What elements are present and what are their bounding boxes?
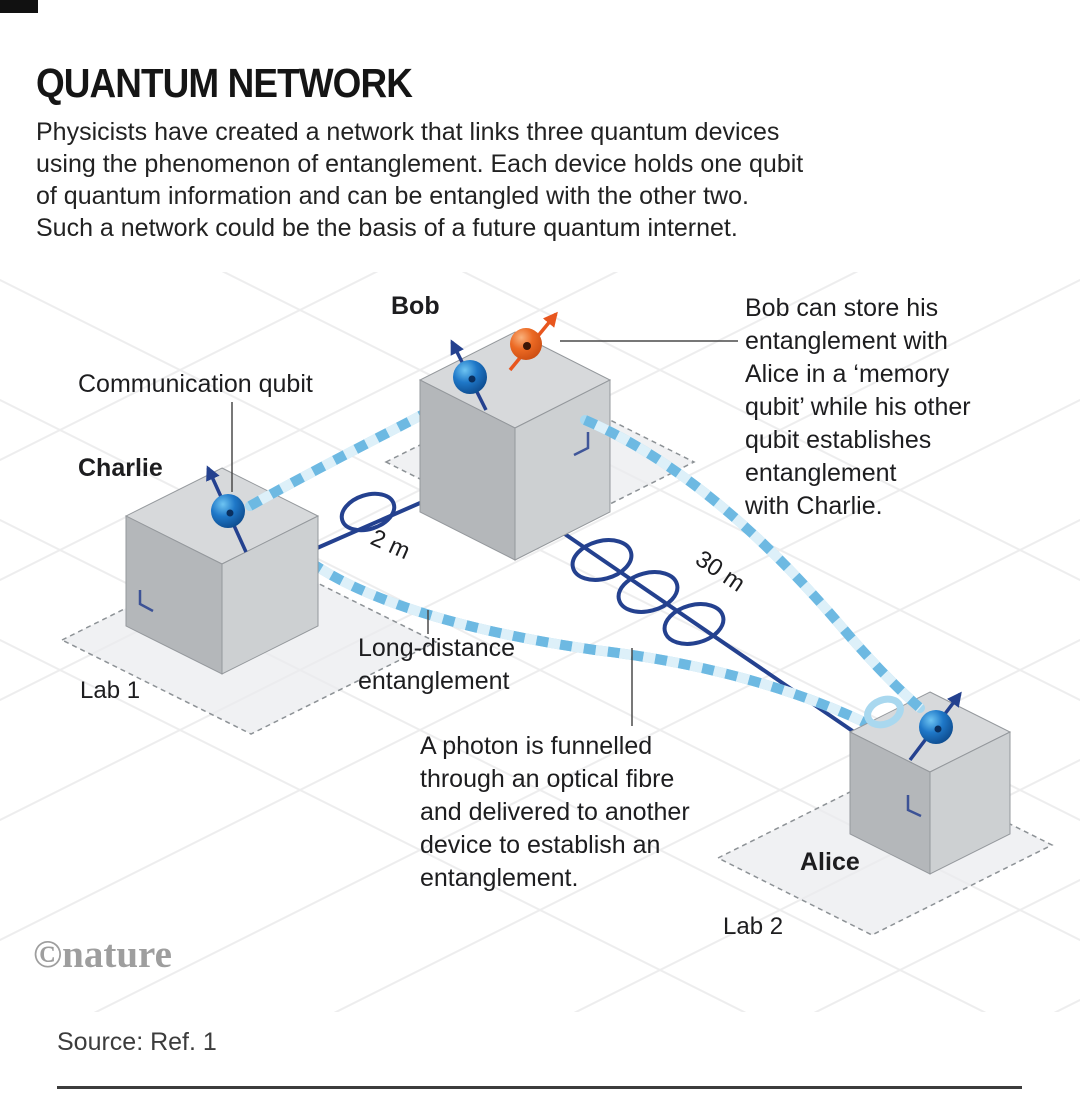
- bob-communication-qubit: [450, 339, 488, 411]
- alice-node-label: Alice: [800, 848, 860, 876]
- intro-line: of quantum information and can be entang…: [36, 182, 749, 210]
- charlie-communication-qubit: [206, 465, 248, 553]
- long-distance-entanglement-label: Long-distance entanglement: [358, 634, 516, 695]
- memory-qubit-annotation: Bob can store his entanglement with Alic…: [745, 294, 971, 520]
- bottom-divider: [57, 1086, 1022, 1089]
- communication-qubit-label: Communication qubit: [78, 370, 313, 398]
- photon-annotation: A photon is funnelled through an optical…: [420, 732, 690, 892]
- charlie-node-label: Charlie: [78, 454, 163, 482]
- optical-fibre-bob-alice: [554, 526, 894, 760]
- lab2-label: Lab 2: [723, 913, 784, 940]
- intro-line: using the phenomenon of entanglement. Ea…: [36, 150, 804, 178]
- entanglement-cable-bob-alice: [580, 415, 925, 729]
- bob-memory-qubit: [508, 311, 558, 372]
- bob-node-label: Bob: [391, 292, 440, 320]
- lab1-label: Lab 1: [80, 677, 141, 704]
- source-reference: Source: Ref. 1: [57, 1028, 217, 1056]
- nature-logo: ©nature: [33, 933, 172, 976]
- figure-title: QUANTUM NETWORK: [36, 60, 413, 106]
- figure-intro: Physicists have created a network that l…: [36, 116, 803, 244]
- intro-line: Such a network could be the basis of a f…: [36, 214, 738, 242]
- intro-line: Physicists have created a network that l…: [36, 118, 780, 146]
- entanglement-cable-charlie-alice: [287, 543, 879, 732]
- screen-corner-artifact: [0, 0, 38, 13]
- alice-communication-qubit: [908, 691, 962, 762]
